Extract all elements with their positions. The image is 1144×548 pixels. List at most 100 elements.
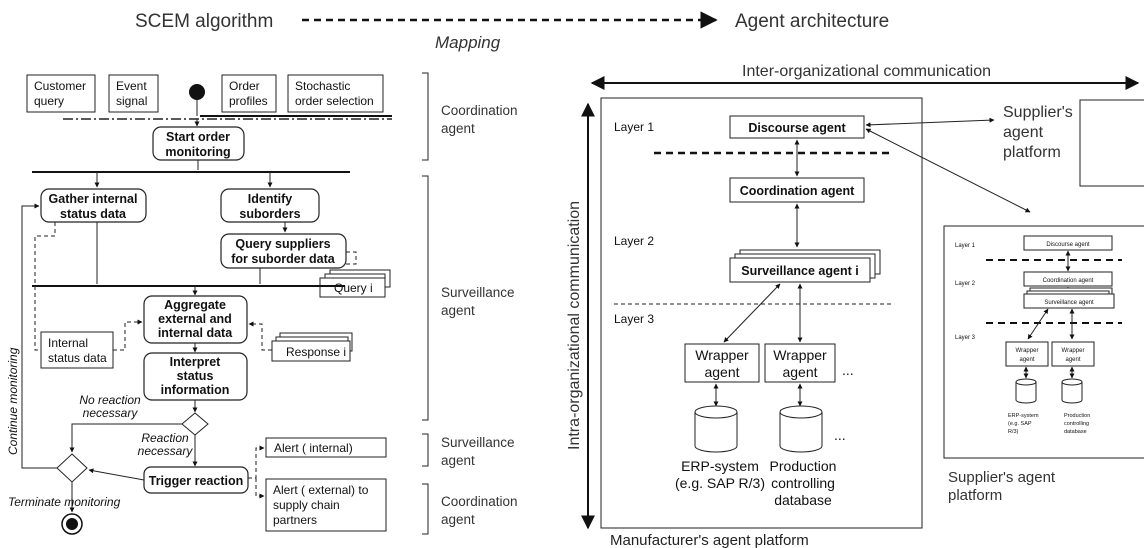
alert-external-l1: Alert ( external) to (273, 483, 369, 497)
mini-db-cylinder (1061, 378, 1083, 404)
wrapper2-l2: agent (782, 364, 817, 380)
intra-org-label: Intra-organizational communication (566, 201, 583, 450)
continue-monitoring-label: Continue monitoring (6, 347, 20, 455)
mini-erp-l3: R/3) (1008, 429, 1019, 435)
mini-layer3: Layer 3 (955, 335, 976, 341)
response-to-aggregate-dashed (248, 321, 272, 351)
supplier-platform-top-box (1079, 99, 1144, 187)
mini-production-l2: controlling (1064, 421, 1089, 427)
header-left-title: SCEM algorithm (135, 11, 273, 32)
identify-l1: Identify (248, 192, 292, 206)
wrapper-agent-2-box (764, 343, 836, 383)
mapping-label: Mapping (435, 33, 501, 52)
start-node (189, 84, 205, 100)
query-dashed-loop (346, 251, 357, 265)
query-suppliers-l2: for suborder data (231, 252, 336, 266)
stochastic-selection-box (287, 74, 384, 113)
trigger-to-alert-external (255, 478, 265, 499)
mini-erp-l2: (e.g. SAP (1008, 421, 1032, 427)
manufacturer-platform-label: Manufacturer's agent platform (610, 532, 809, 548)
mini-erp-cylinder (1015, 378, 1037, 404)
layer1-label: Layer 1 (614, 120, 654, 134)
query-suppliers-box (220, 233, 347, 269)
response-i-box (271, 340, 351, 362)
internal-status-l2: status data (48, 351, 107, 365)
gather-internal-box (40, 188, 147, 223)
internal-status-l1: Internal (48, 336, 88, 350)
supplier-mini-platform-box (943, 225, 1144, 459)
bracket-surveillance-low (422, 433, 429, 467)
surveillance-label: Surveillance agent i (741, 264, 858, 278)
mini-link3 (1027, 308, 1049, 340)
discourse-label: Discourse agent (748, 121, 846, 135)
alert-internal-box (265, 437, 387, 458)
mini-wrapper1-l2: agent (1019, 357, 1034, 363)
mini-layer2: Layer 2 (955, 281, 976, 287)
mini-production-l3: database (1064, 429, 1087, 435)
reaction-l2: necessary (138, 444, 194, 458)
mini-coordination-box (1023, 271, 1113, 287)
continue-loop (21, 203, 57, 469)
bracket-surveillance-mid (422, 175, 429, 421)
interpret-l1: Interpret (170, 355, 222, 369)
aggregate-l3: internal data (158, 326, 233, 340)
coordination-agent-box (729, 177, 865, 203)
layer3-label: Layer 3 (614, 312, 654, 326)
phase-surveillance-mid-l1: Surveillance (441, 285, 515, 300)
reaction-l1: Reaction (141, 431, 189, 445)
terminate-monitoring-label: Terminate monitoring (8, 495, 121, 509)
supplier-bottom-l2: platform (948, 487, 1002, 504)
wrapper2-l1: Wrapper (773, 347, 827, 363)
wrapper-ellipsis: ... (842, 362, 854, 378)
coordination-label: Coordination agent (740, 184, 855, 198)
mini-wrapper2-box (1051, 341, 1095, 367)
wrapper-agent-1-box (684, 343, 760, 383)
mini-coordination-label: Coordination agent (1043, 278, 1094, 284)
discourse-agent-box (729, 115, 865, 139)
event-signal-l1: Event (116, 79, 147, 93)
no-reaction-l2: necessary (83, 406, 139, 420)
no-reaction-l1: No reaction (79, 393, 141, 407)
mini-wrapper2-l2: agent (1065, 357, 1080, 363)
event-signal-l2: signal (116, 94, 147, 108)
query-i-box (319, 277, 386, 298)
phase-coordination-top-l2: agent (441, 121, 475, 136)
manufacturer-platform-box (600, 97, 923, 529)
internal-to-aggregate-dashed (113, 319, 143, 351)
alert-external-l3: partners (273, 513, 317, 527)
terminate-decision-diamond (56, 453, 88, 483)
surveillance-agent-box (729, 257, 871, 283)
inter-org-label: Inter-organizational communication (742, 63, 991, 80)
supplier-top-l3: platform (1003, 144, 1061, 161)
customer-query-l2: query (34, 94, 64, 108)
phase-surveillance-mid-l2: agent (441, 303, 475, 318)
production-l3: database (774, 492, 832, 508)
gather-to-internal-dashed (34, 222, 56, 351)
phase-coordination-low-l2: agent (441, 512, 475, 527)
supplier-top-l2: agent (1003, 124, 1044, 141)
end-node-inner (66, 518, 78, 530)
bracket-coordination-low (422, 483, 429, 535)
mini-erp-l1: ERP-system (1008, 413, 1039, 419)
layer2-label: Layer 2 (614, 234, 654, 248)
production-l1: Production (770, 458, 837, 474)
wrapper1-l1: Wrapper (695, 347, 749, 363)
no-reaction-arrow (69, 423, 182, 453)
start-monitoring-l1: Start order (166, 130, 230, 144)
mini-discourse-box (1023, 235, 1113, 251)
gather-l1: Gather internal (49, 192, 138, 206)
trigger-to-alert-internal (248, 445, 265, 479)
identify-l2: suborders (239, 207, 300, 221)
agent-architecture: Inter-organizational communication Intra… (566, 63, 1144, 548)
customer-query-l1: Customer (34, 79, 86, 93)
mini-wrapper1-l1: Wrapper (1016, 348, 1039, 354)
header: SCEM algorithm Agent architecture Mappin… (135, 11, 889, 52)
surveillance-wrapper1-link (723, 283, 781, 343)
identify-suborders-box (220, 188, 320, 223)
response-i-label: Response i (286, 345, 346, 359)
phase-brackets: Coordination agent Surveillance agent Su… (422, 72, 518, 535)
phase-surveillance-low-l2: agent (441, 453, 475, 468)
stochastic-l2: order selection (295, 94, 374, 108)
production-db-cylinder (779, 405, 823, 453)
